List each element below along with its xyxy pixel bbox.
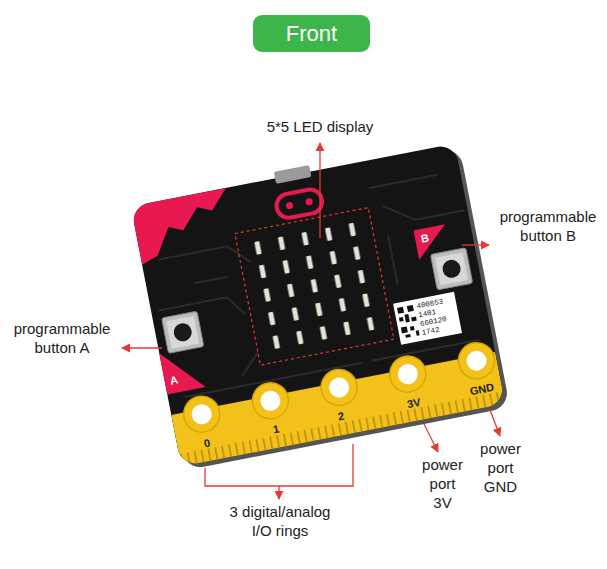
serial-sticker bbox=[393, 292, 462, 345]
pin-name: 0 bbox=[191, 434, 223, 453]
board bbox=[130, 136, 511, 474]
pin-name: 3V bbox=[398, 394, 430, 413]
callout-label: power port GND bbox=[478, 440, 523, 496]
led-outline bbox=[235, 208, 394, 365]
button-letter: B bbox=[416, 231, 434, 247]
button-letter: A bbox=[165, 373, 183, 389]
title-badge: Front bbox=[253, 15, 370, 52]
tag-a bbox=[159, 346, 205, 395]
tag-b bbox=[414, 224, 451, 260]
corner-pattern bbox=[131, 188, 238, 265]
logo bbox=[274, 188, 324, 220]
callout-label: 5*5 LED display bbox=[240, 118, 400, 137]
io-rings bbox=[181, 340, 498, 436]
serial-number: 400853 1401 660120 1742 bbox=[416, 296, 456, 338]
led-matrix bbox=[244, 216, 385, 357]
callout-label: programmable button B bbox=[494, 208, 602, 246]
callout-label: programmable button A bbox=[6, 320, 118, 358]
pin-name: 2 bbox=[325, 407, 357, 426]
pin-name: GND bbox=[463, 380, 501, 400]
pin-name: 1 bbox=[260, 420, 292, 439]
edge-connector bbox=[171, 352, 505, 467]
title-text: Front bbox=[286, 21, 337, 46]
leader-lines bbox=[122, 143, 500, 499]
callout-label: 3 digital/analog I/O rings bbox=[224, 503, 336, 541]
button-a bbox=[162, 311, 204, 353]
usb-port bbox=[274, 165, 312, 184]
callout-label: power port 3V bbox=[420, 456, 465, 512]
button-b bbox=[430, 248, 472, 290]
